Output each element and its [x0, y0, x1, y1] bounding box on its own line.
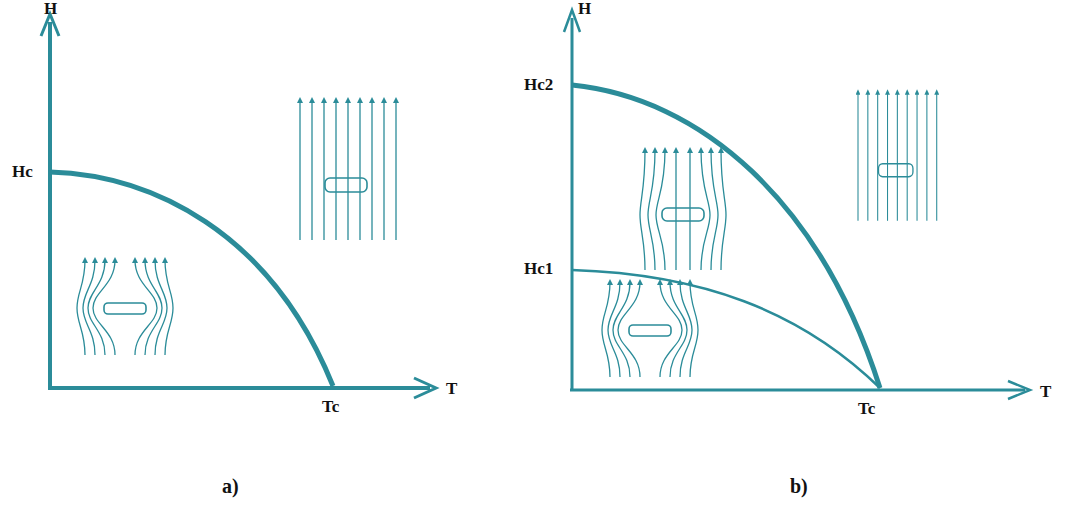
axis-label: H	[578, 0, 591, 17]
panel-label: b)	[790, 476, 808, 496]
axis-label: H	[44, 0, 57, 17]
critical-field-label: Hc2	[524, 76, 553, 93]
critical-temperature-label: Tc	[858, 400, 875, 417]
critical-temperature-label: Tc	[322, 398, 339, 415]
critical-field-label: Hc	[12, 163, 33, 180]
axis-label: T	[1040, 383, 1051, 400]
panel-a	[41, 14, 436, 398]
critical-field-label: Hc1	[524, 260, 553, 277]
panel-label: a)	[222, 476, 239, 496]
panel-b	[564, 10, 1030, 399]
mixed-state	[640, 150, 726, 270]
axis-label: T	[446, 380, 457, 397]
